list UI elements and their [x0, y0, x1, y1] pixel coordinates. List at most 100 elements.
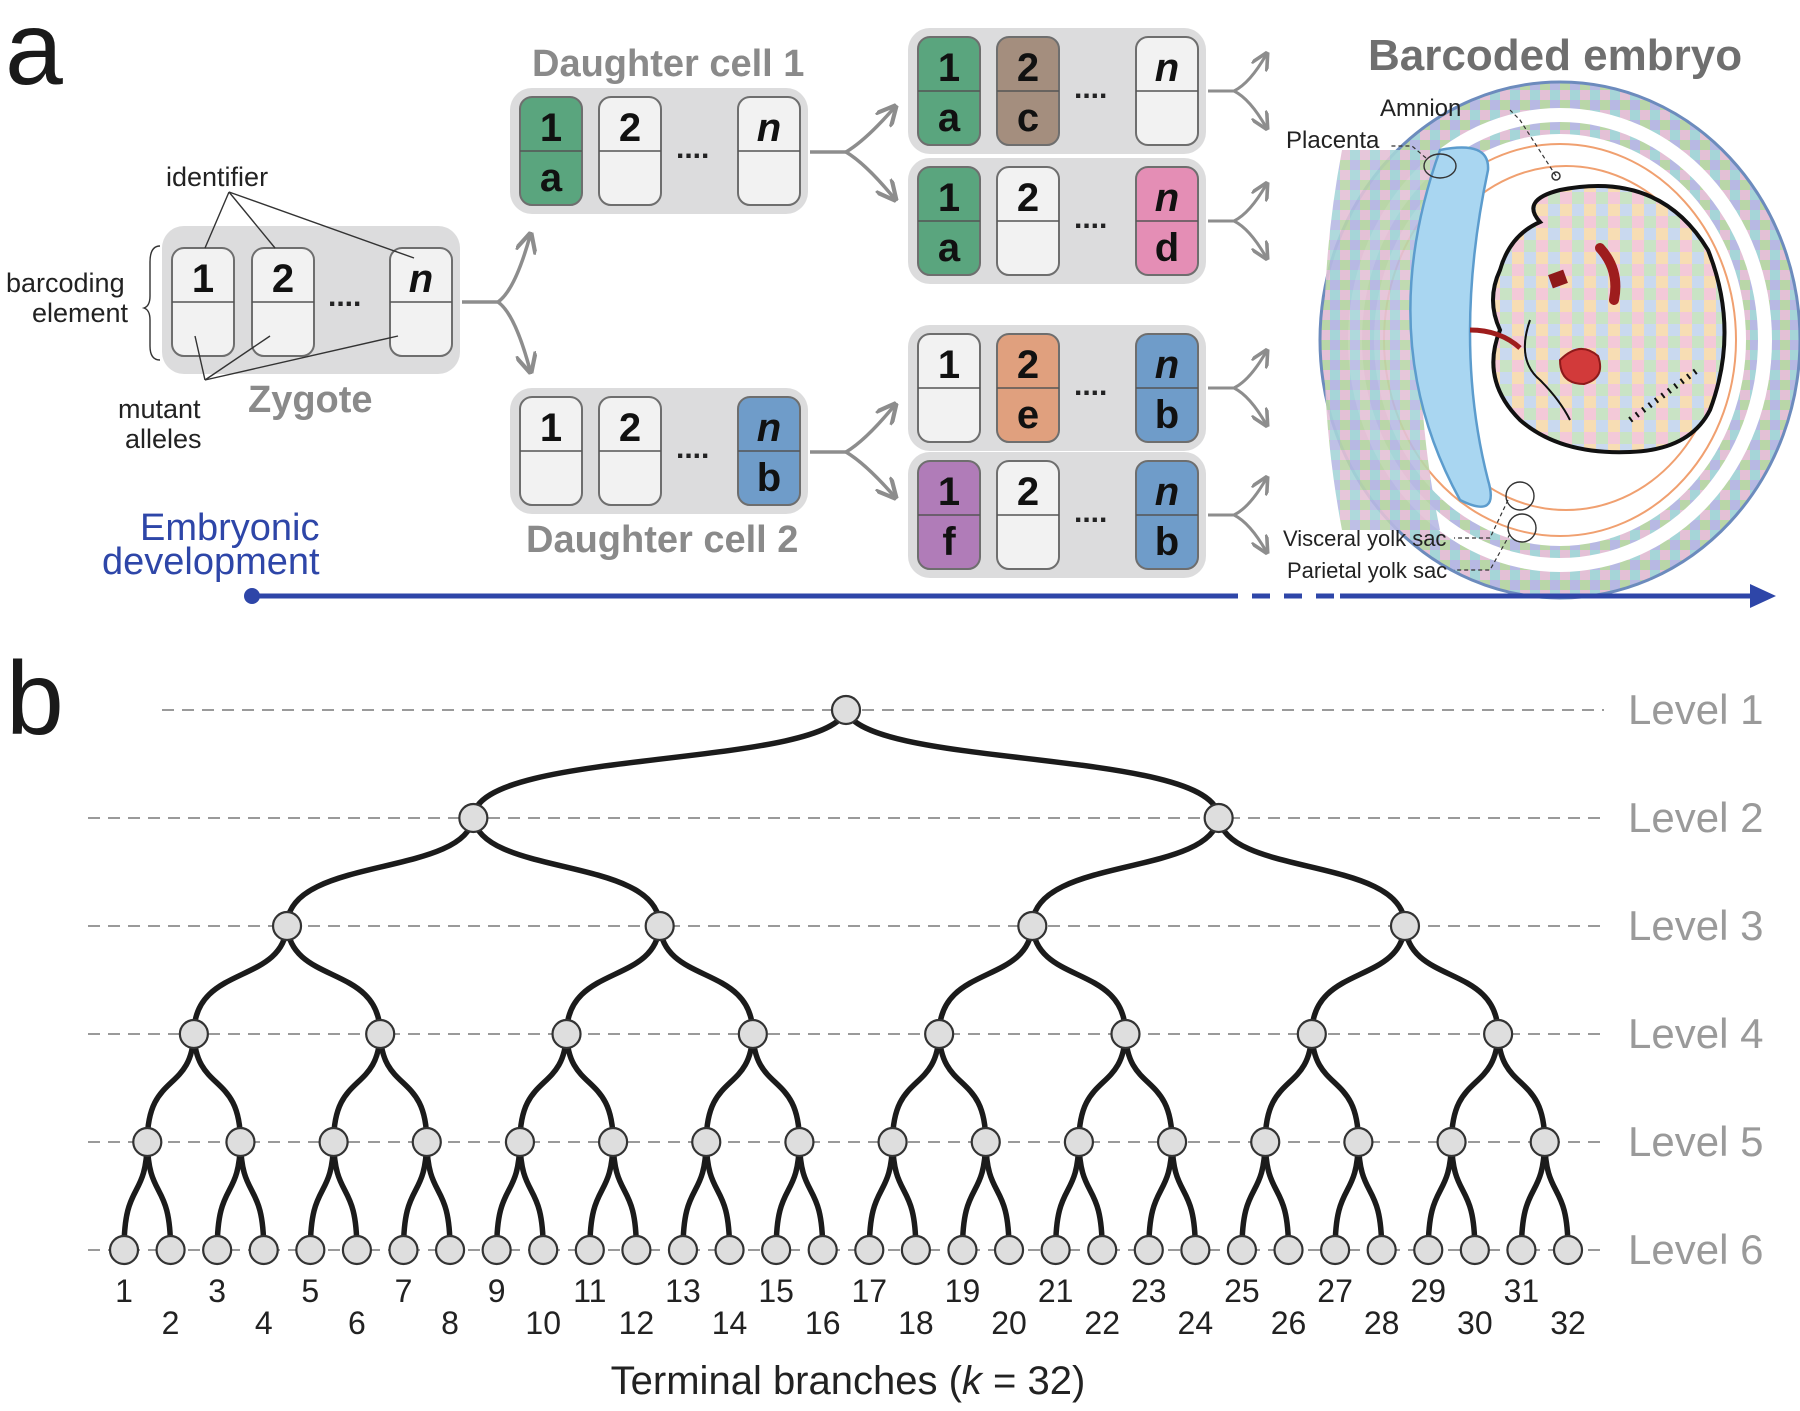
tree-edge: [284, 925, 383, 1035]
tree-edge: [796, 1141, 826, 1251]
placenta-label: Placenta: [1286, 127, 1380, 154]
daughter2-element-2: 2: [598, 396, 662, 506]
daughter2-element-1: 1: [519, 396, 583, 506]
tree-node-l6-32: [1552, 1234, 1584, 1266]
exit-arrows: [1208, 55, 1266, 551]
tree-edge: [1402, 925, 1501, 1035]
terminal-label-28: 28: [1364, 1305, 1400, 1341]
terminal-label-14: 14: [712, 1305, 748, 1341]
grandchild4-element-3: nb: [1135, 460, 1199, 570]
tree-edge: [144, 1141, 174, 1251]
grandchild1-element-2-allele: c: [1017, 96, 1039, 140]
exit-arrow-up-4: [1233, 479, 1266, 517]
terminal-label-32: 32: [1550, 1305, 1586, 1341]
tree-edge: [889, 1141, 919, 1251]
terminal-label-20: 20: [991, 1305, 1027, 1341]
tree-node-l6-12: [621, 1234, 652, 1266]
axis-label-k: k: [962, 1359, 984, 1403]
tree-node-l4-2: [365, 1018, 396, 1050]
tree-node-l2-2: [1203, 802, 1234, 834]
barcoding-label-1: barcoding: [6, 268, 125, 298]
grandchild4-ellipsis: ....: [1074, 496, 1107, 529]
daughter1-element-3: n: [737, 96, 801, 206]
tree-node-l5-16: [1529, 1126, 1560, 1158]
level-label-5: Level 5: [1628, 1118, 1763, 1165]
exit-arrow-down-2: [1233, 219, 1266, 257]
mutant-label-1: mutant: [118, 394, 201, 424]
grandchild4-element-3-id: n: [1155, 470, 1179, 514]
timeline-label-1: Embryonic: [140, 507, 320, 549]
terminal-label-29: 29: [1410, 1273, 1446, 1309]
tree-node-l3-1: [271, 910, 303, 942]
daughter2-element-2-id: 2: [619, 406, 641, 450]
grandchild2-element-3-id: n: [1155, 176, 1179, 220]
grandchild1-element-3: n: [1135, 36, 1199, 146]
tree-node-l4-6: [1110, 1018, 1141, 1050]
grandchild3-ellipsis: ....: [1074, 369, 1107, 402]
tree-node-l3-2: [644, 910, 675, 942]
tree-node-l3-3: [1017, 910, 1048, 942]
tree-node-l1-1: [830, 694, 862, 726]
tree-node-l4-7: [1296, 1018, 1327, 1050]
tree-edge: [866, 1141, 896, 1251]
terminal-label-6: 6: [348, 1305, 366, 1341]
tree-edge: [1262, 1033, 1315, 1143]
tree-edge: [1355, 1141, 1385, 1251]
tree-node-l6-28: [1366, 1234, 1397, 1266]
terminal-label-22: 22: [1084, 1305, 1120, 1341]
terminal-label-11: 11: [573, 1273, 606, 1309]
terminal-label-7: 7: [395, 1273, 413, 1309]
tree-edge: [936, 925, 1036, 1035]
tree-node-l6-8: [434, 1234, 466, 1266]
zygote-element-3: n: [389, 247, 453, 357]
exit-arrow-up-1: [1233, 55, 1266, 93]
exit-arrow-down-1: [1233, 89, 1266, 127]
tree-node-l6-7: [388, 1234, 419, 1266]
tree-edge: [563, 1033, 616, 1143]
terminal-label-19: 19: [945, 1273, 981, 1309]
tree-node-l5-5: [504, 1126, 536, 1158]
tree-node-l6-11: [574, 1234, 605, 1266]
tree-edge: [1029, 925, 1129, 1035]
tree-node-l6-24: [1180, 1234, 1211, 1266]
level-guides: [88, 709, 1604, 1251]
tree-node-l6-18: [900, 1234, 931, 1266]
tree-edge: [1052, 1141, 1082, 1251]
tree-node-l5-10: [970, 1126, 1001, 1158]
tree-node-l6-10: [528, 1234, 559, 1266]
barcoding-label-2: element: [32, 298, 129, 328]
daughter1-ellipsis: ....: [676, 132, 709, 165]
tree-node-l6-6: [341, 1234, 373, 1266]
tree-node-l6-31: [1506, 1234, 1537, 1266]
panel-b-letter: b: [6, 641, 64, 757]
daughter1-title: Daughter cell 1: [532, 43, 804, 85]
tree-node-l6-29: [1413, 1234, 1444, 1266]
zygote-annotations: [141, 191, 415, 381]
grandchild4-element-1-id: 1: [938, 470, 960, 514]
daughter2-ellipsis: ....: [676, 432, 709, 465]
zygote-element-1: 1: [171, 247, 235, 357]
grandchild3-element-1-id: 1: [938, 343, 960, 387]
exit-arrow-down-4: [1233, 513, 1266, 551]
daughter-split-arrows: [810, 108, 894, 496]
tree-edge: [517, 1033, 570, 1143]
daughter1-element-1-allele: a: [540, 156, 563, 200]
daughter2-title: Daughter cell 2: [526, 519, 798, 561]
tree-edge: [1541, 1141, 1571, 1251]
tree-node-l5-8: [784, 1126, 815, 1158]
embryo-title: Barcoded embryo: [1368, 31, 1742, 80]
level-label-4: Level 4: [1628, 1010, 1763, 1057]
grandchild1-element-1: 1a: [917, 36, 981, 146]
grandchild2-element-1: 1a: [917, 166, 981, 276]
tree-edge: [587, 1141, 616, 1251]
grandchild3-element-3-id: n: [1155, 343, 1179, 387]
tree-node-l6-14: [714, 1234, 745, 1266]
tree-edge: [843, 708, 1222, 819]
terminal-label-4: 4: [255, 1305, 273, 1341]
tree-node-l6-4: [248, 1234, 279, 1266]
tree-edge: [470, 708, 849, 819]
